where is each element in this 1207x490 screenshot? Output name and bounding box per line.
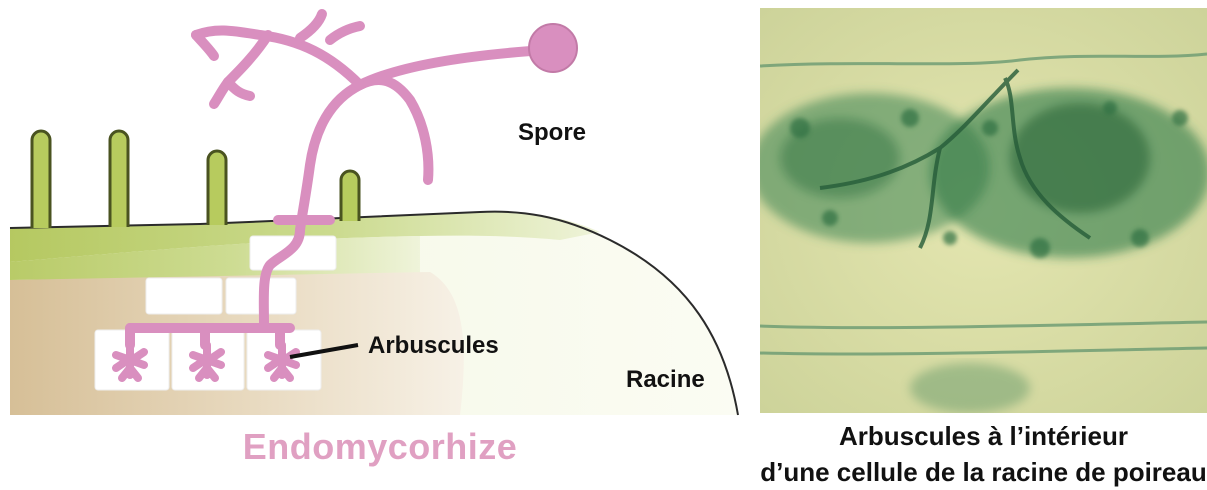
- endomycorrhiza-diagram: Spore Arbuscules Racine: [0, 0, 745, 489]
- racine-label: Racine: [626, 366, 705, 393]
- photo-caption: Arbuscules à l’intérieur d’une cellule d…: [760, 418, 1207, 490]
- arbuscules-label: Arbuscules: [368, 332, 499, 359]
- photo-caption-line2: d’une cellule de la racine de poireau: [760, 454, 1207, 490]
- photo-caption-line1: Arbuscules à l’intérieur: [760, 418, 1207, 454]
- diagram-caption: Endomycorhize: [220, 426, 540, 468]
- micrograph-photo: [760, 8, 1207, 413]
- spore-circle: [529, 24, 577, 72]
- spore-label: Spore: [518, 119, 586, 146]
